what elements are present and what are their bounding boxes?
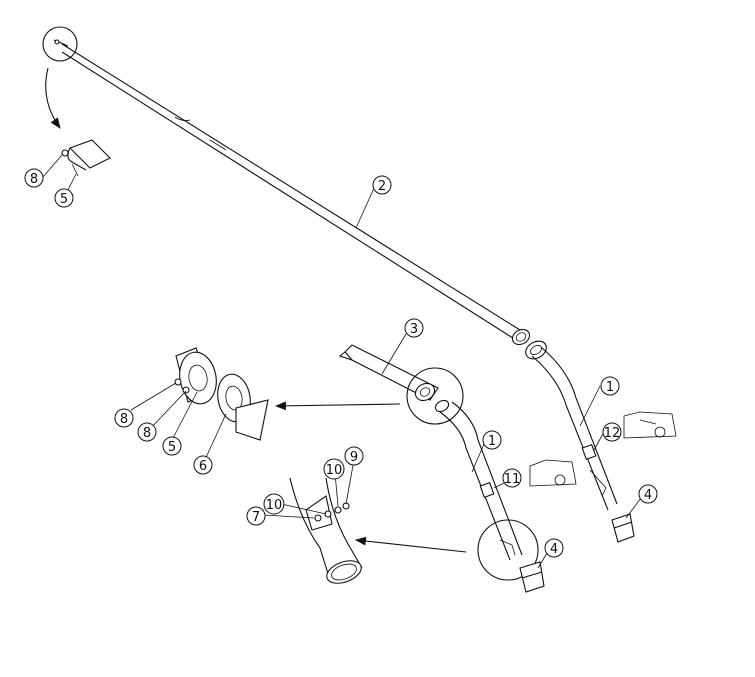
callout-1-right: 1 xyxy=(600,376,620,396)
svg-text:3: 3 xyxy=(410,322,418,337)
callout-8-mid: 8 xyxy=(137,422,157,442)
svg-text:8: 8 xyxy=(143,426,151,441)
right-pipe-assembly xyxy=(525,340,635,543)
callout-8-left: 8 xyxy=(114,408,134,428)
callout-5-flange: 5 xyxy=(162,436,182,456)
callout-8-top: 8 xyxy=(24,168,44,188)
callout-10-upper: 10 xyxy=(323,458,345,480)
leader-lines xyxy=(41,154,645,569)
callout-3: 3 xyxy=(404,318,424,338)
svg-text:8: 8 xyxy=(120,412,128,427)
flange-detail xyxy=(174,347,401,441)
callout-9: 9 xyxy=(344,446,364,466)
svg-text:5: 5 xyxy=(168,440,176,455)
vehicle-icon-middle xyxy=(529,459,577,487)
svg-text:4: 4 xyxy=(550,542,558,557)
callout-2: 2 xyxy=(372,175,392,195)
callout-12: 12 xyxy=(602,422,622,442)
svg-text:4: 4 xyxy=(644,488,652,503)
svg-text:10: 10 xyxy=(266,498,283,513)
hanger-clamp-detail xyxy=(289,477,467,584)
callout-11: 11 xyxy=(502,468,522,488)
vehicle-icon-right xyxy=(623,411,677,439)
callout-4-right: 4 xyxy=(638,484,658,504)
svg-text:1: 1 xyxy=(606,380,614,395)
callout-4-middle: 4 xyxy=(544,538,564,558)
middle-pipe-assembly xyxy=(338,344,545,593)
tail-pipe-long xyxy=(61,43,531,346)
svg-text:10: 10 xyxy=(326,463,343,478)
svg-text:2: 2 xyxy=(378,179,386,194)
svg-text:11: 11 xyxy=(504,472,521,487)
svg-text:7: 7 xyxy=(252,510,260,525)
callout-5-top: 5 xyxy=(54,188,74,208)
svg-text:5: 5 xyxy=(60,192,68,207)
detail-circle-top xyxy=(42,26,78,129)
svg-text:12: 12 xyxy=(604,426,621,441)
callout-1-middle: 1 xyxy=(482,430,502,450)
callout-10-lower: 10 xyxy=(263,493,285,515)
svg-text:8: 8 xyxy=(30,172,38,187)
svg-text:9: 9 xyxy=(350,450,358,465)
bracket-detail xyxy=(61,139,111,177)
callout-7: 7 xyxy=(246,506,266,526)
svg-text:1: 1 xyxy=(488,434,496,449)
svg-text:6: 6 xyxy=(199,459,207,474)
callout-6: 6 xyxy=(193,455,213,475)
